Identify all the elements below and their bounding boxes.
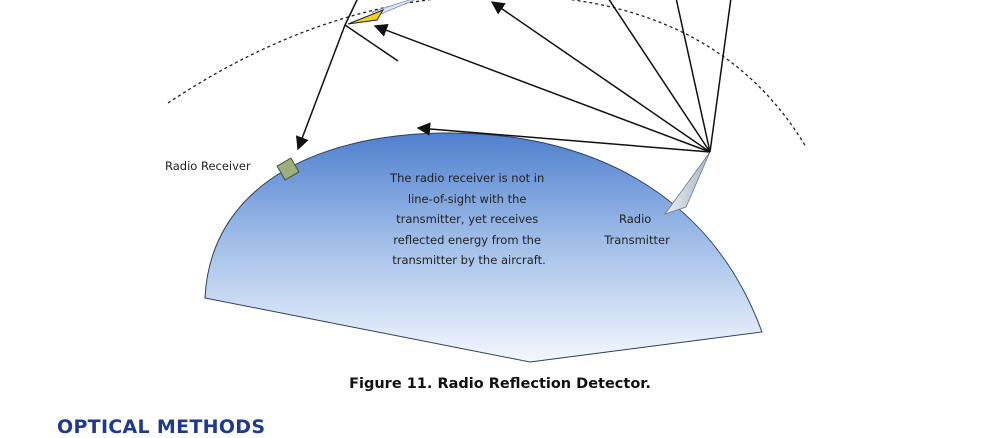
explanation-line-1: The radio receiver is not in xyxy=(389,171,544,185)
transmitter-tower xyxy=(663,151,711,215)
atmosphere-dashed-arc xyxy=(167,0,807,148)
explanation-line-3: transmitter, yet receives xyxy=(396,212,538,226)
reflection-arrow xyxy=(295,24,346,151)
aircraft xyxy=(344,0,416,62)
receiver-label: Radio Receiver xyxy=(165,159,251,173)
ray-up-1 xyxy=(608,0,711,153)
explanation-line-5: transmitter by the aircraft. xyxy=(392,253,546,267)
ray-up-2 xyxy=(675,0,711,153)
radio-receiver-box xyxy=(276,157,300,181)
section-heading: OPTICAL METHODS xyxy=(57,416,266,438)
transmitter-rays xyxy=(608,0,732,153)
explanation-line-2: line-of-sight with the xyxy=(408,192,527,206)
transmitter-label-line-2: Transmitter xyxy=(603,233,670,247)
transmitter-label: Radio Transmitter xyxy=(603,212,670,247)
explanation-line-4: reflected energy from the xyxy=(393,233,541,247)
aircraft-wing-lower xyxy=(344,24,399,62)
radio-reflection-diagram: Radio Receiver The radio receiver is not… xyxy=(165,0,807,363)
earth-surface xyxy=(204,132,763,363)
transmitter-arrows xyxy=(373,1,711,153)
explanation-text: The radio receiver is not in line-of-sig… xyxy=(389,171,548,267)
aircraft-tail xyxy=(347,8,385,25)
arrow-to-upper-sky xyxy=(490,1,711,153)
ray-up-3 xyxy=(709,0,732,153)
arrow-to-aircraft xyxy=(373,23,711,153)
figure-caption: Figure 11. Radio Reflection Detector. xyxy=(349,376,651,392)
transmitter-label-line-1: Radio xyxy=(619,212,651,226)
aircraft-wing-upper xyxy=(344,0,358,26)
arrow-along-horizon xyxy=(416,122,711,153)
